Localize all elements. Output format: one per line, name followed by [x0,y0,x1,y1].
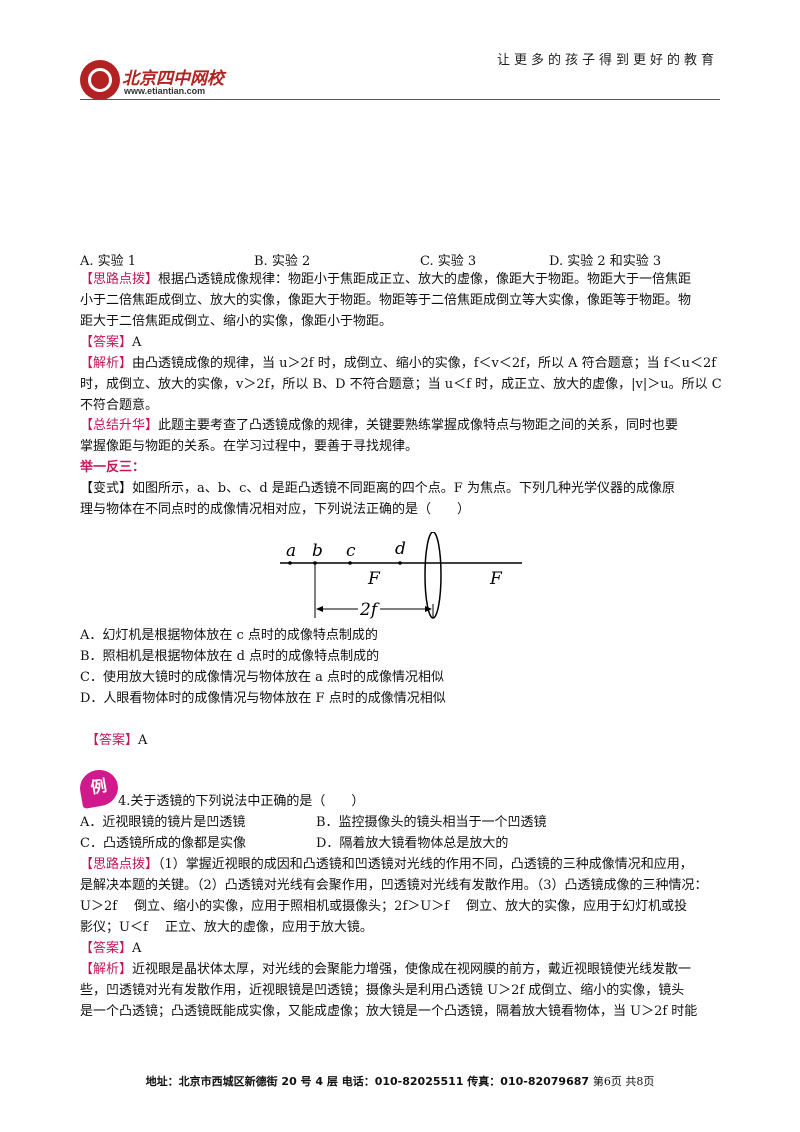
q3-option-d: D. 实验 2 和实验 3 [549,254,662,269]
q3-analysis-line: 时，成倒立、放大的实像，v＞2f，所以 B、D 不符合题意；当 u＜f 时，成正… [80,377,722,392]
q4-stem: 4.关于透镜的下列说法中正确的是（ ） [118,794,365,809]
point-b [313,561,317,565]
q4-hint-line: U＞2f 倒立、缩小的实像，应用于照相机或摄像头；2f＞U＞f 倒立、放大的实像… [80,899,688,914]
slogan: 让更多的孩子得到更好的教育 [496,53,718,68]
logo-icon [80,60,120,100]
lens-diagram: a b c d F F 2f [280,532,522,620]
footer-address: 地址：北京市西城区新德街 20 号 4 层 电话：010-82025511 传真… [145,1075,590,1088]
variant-stem-line: 理与物体在不同点时的成像情况相对应，下列说法正确的是（ ） [80,502,471,517]
variant-heading: 举一反三： [80,460,146,475]
analysis-tag: 【解析】 [80,356,133,371]
page-number: 第6页 共8页 [592,1075,655,1088]
variant-option-b: B．照相机是根据物体放在 d 点时的成像特点制成的 [80,649,380,664]
q3-summary-line: 掌握像距与物距的关系。在学习过程中，要善于寻找规律。 [80,439,419,454]
variant-option-d: D．人眼看物体时的成像情况与物体放在 F 点时的成像情况相似 [80,691,446,706]
label-dimension: 2f [359,600,380,620]
arrow-right-icon [425,606,432,612]
arrow-left-icon [316,606,323,612]
page-footer: 地址：北京市西城区新德街 20 号 4 层 电话：010-82025511 传真… [0,1073,800,1089]
q3-hint-line: 【思路点拨】根据凸透镜成像规律：物距小于焦距成正立、放大的虚像，像距大于物距。物… [80,272,692,287]
site-url: www.etiantian.com [124,86,206,96]
q3-hint-line: 小于二倍焦距成倒立、放大的实像，像距大于物距。物距等于二倍焦距成倒立等大实像，像… [80,293,692,308]
q3-analysis-line: 【解析】由凸透镜成像的规律，当 u＞2f 时，成倒立、缩小的实像，f＜v＜2f，… [80,356,717,371]
q4-analysis-line: 是一个凸透镜；凸透镜既能成实像，又能成虚像；放大镜是一个凸透镜，隔着放大镜看物体… [80,1004,698,1019]
q4-hint-line: 影仪；U＜f 正立、放大的虚像，应用于放大镜。 [80,920,373,935]
answer-tag: 【答案】 [80,335,133,350]
q4-option-c: C．凸透镜所成的像都是实像 [80,836,246,851]
q3-answer: 【答案】A [80,335,142,350]
q4-option-d: D．隔着放大镜看物体总是放大的 [316,836,509,851]
q3-hint-line: 距大于二倍焦距成倒立、缩小的实像，像距小于物距。 [80,314,393,329]
label-focus-left: F [367,569,381,589]
q3-option-a: A. 实验 1 [80,254,137,269]
q4-option-a: A．近视眼镜的镜片是凹透镜 [80,815,246,830]
q4-analysis-line: 【解析】近视眼是晶状体太厚，对光线的会聚能力增强，使像成在视网膜的前方，戴近视眼… [80,962,692,977]
variant-stem-line: 【变式】如图所示，a、b、c、d 是距凸透镜不同距离的四个点。F 为焦点。下列几… [80,481,675,496]
q4-hint-line: 是解决本题的关键。（2）凸透镜对光线有会聚作用，凹透镜对光线有发散作用。（3）凸… [80,878,708,893]
summary-tag: 【总结升华】 [80,418,159,433]
hint-tag: 【思路点拨】 [80,857,159,872]
label-a: a [286,541,296,561]
school-name: 北京四中网校 [122,69,224,89]
hint-tag: 【思路点拨】 [80,272,159,287]
point-a [288,561,292,565]
variant-answer: 【答案】A [86,733,148,748]
variant-option-a: A．幻灯机是根据物体放在 c 点时的成像特点制成的 [80,628,378,643]
answer-tag: 【答案】 [86,733,139,748]
label-d: d [395,539,406,559]
label-c: c [346,541,356,561]
label-focus-right: F [489,569,503,589]
point-c [348,561,352,565]
header-divider [80,99,720,100]
q3-option-c: C. 实验 3 [420,254,477,269]
example-badge: 例 [77,766,121,810]
variant-option-c: C．使用放大镜时的成像情况与物体放在 a 点时的成像情况相似 [80,670,444,685]
point-d [398,561,402,565]
q4-option-b: B．监控摄像头的镜头相当于一个凹透镜 [316,815,547,830]
q4-analysis-line: 些，凹透镜对光有发散作用，近视眼镜是凹透镜；摄像头是利用凸透镜 U＞2f 成倒立… [80,983,685,998]
answer-tag: 【答案】 [80,941,133,956]
q3-analysis-line: 不符合题意。 [80,398,159,413]
analysis-tag: 【解析】 [80,962,133,977]
q4-hint-line: 【思路点拨】（1）掌握近视眼的成因和凸透镜和凹透镜对光线的作用不同，凸透镜的三种… [80,857,693,872]
q3-summary-line: 【总结升华】此题主要考查了凸透镜成像的规律，关键要熟练掌握成像特点与物距之间的关… [80,418,679,433]
label-b: b [312,541,323,561]
q4-answer: 【答案】A [80,941,142,956]
q3-option-b: B. 实验 2 [254,254,311,269]
